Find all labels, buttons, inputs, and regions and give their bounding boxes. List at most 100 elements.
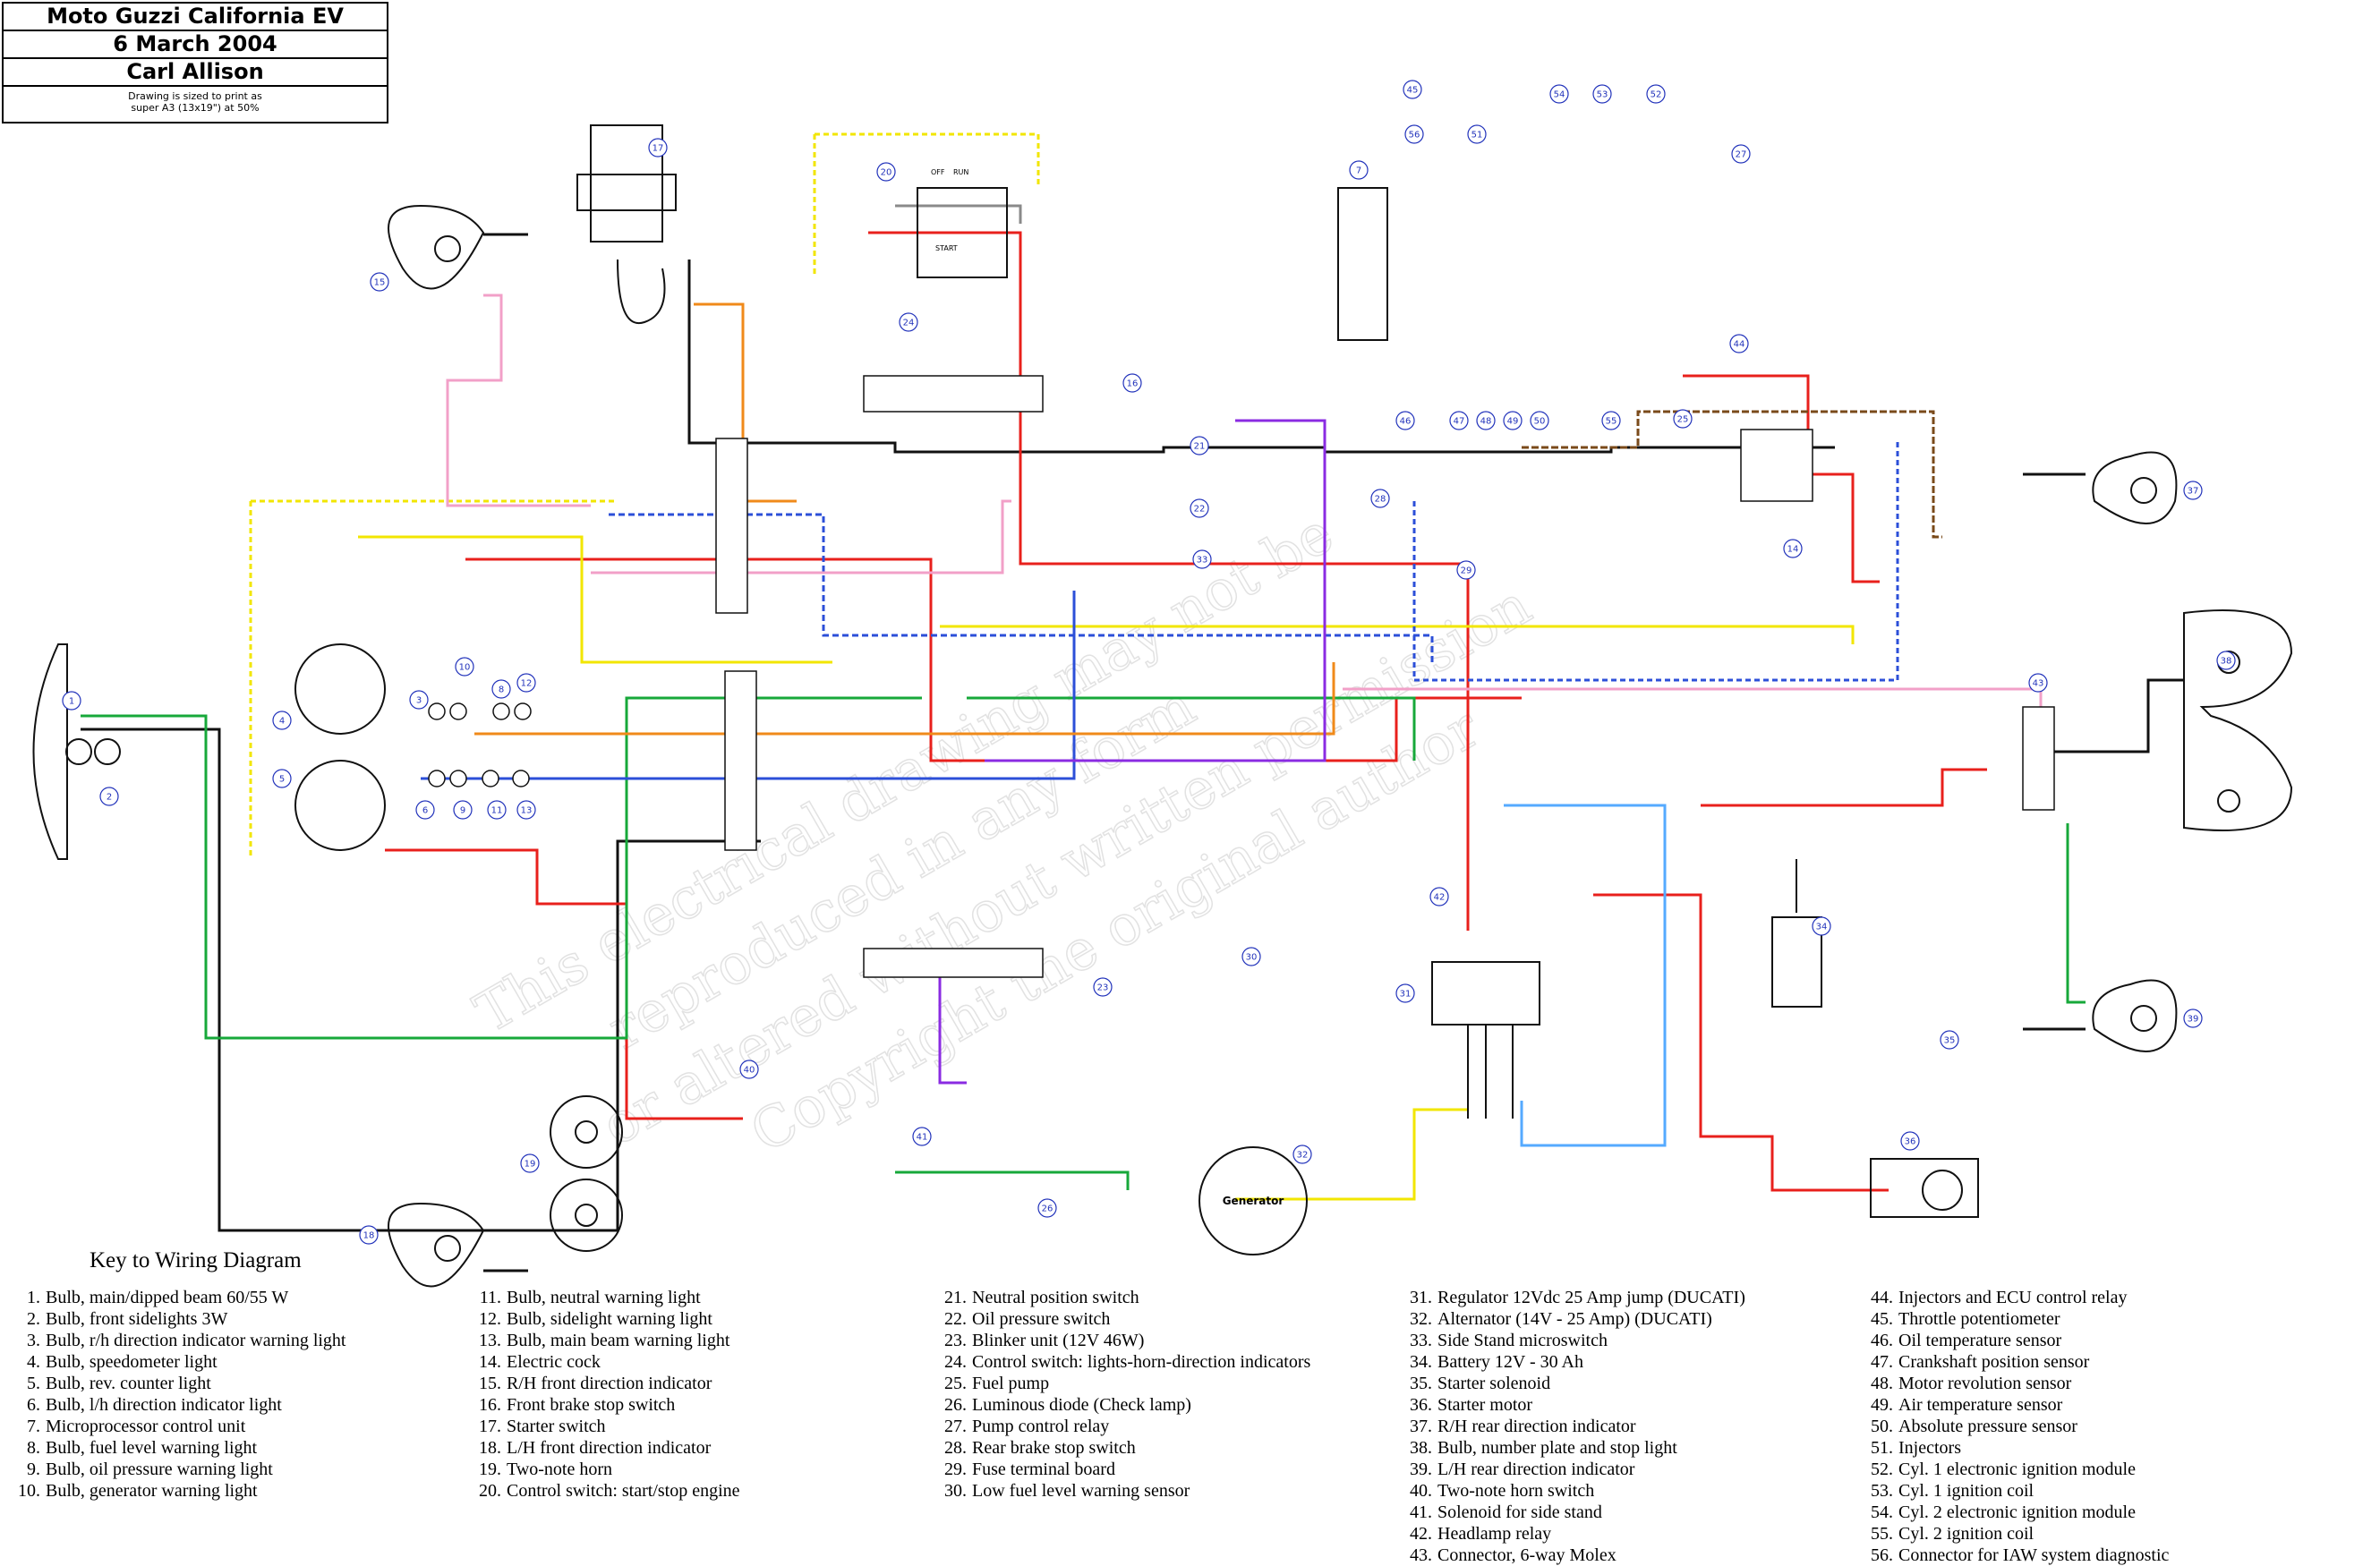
key-item-number: 11.: [479, 1288, 501, 1307]
key-item-number: 25.: [944, 1374, 967, 1393]
key-item-number: 55.: [1871, 1524, 1893, 1544]
callout-number: 19: [525, 1160, 536, 1170]
key-item-text: Luminous diode (Check lamp): [972, 1395, 1191, 1415]
callout-45: 45: [1403, 80, 1422, 99]
key-item-number: 28.: [944, 1438, 967, 1458]
callout-number: 39: [2188, 1015, 2199, 1025]
key-item-number: 5.: [27, 1374, 40, 1393]
key-item-text: Absolute pressure sensor: [1898, 1417, 2077, 1436]
callout-number: 5: [279, 775, 285, 785]
key-item-number: 46.: [1871, 1331, 1893, 1350]
key-item: 56.Connector for IAW system diagnostic: [1857, 1545, 2169, 1566]
key-item-number: 41.: [1410, 1502, 1432, 1522]
callout-41: 41: [912, 1127, 932, 1146]
wire-yellow-1: [358, 535, 832, 664]
callout-2: 2: [99, 787, 119, 806]
headlamp: [32, 643, 121, 860]
key-item: 51.Injectors: [1857, 1437, 2169, 1459]
callout-numbers: 1234567891011121314151617181920212223242…: [62, 80, 2236, 1245]
callout-4: 4: [272, 711, 292, 730]
key-item-text: Starter solenoid: [1437, 1374, 1551, 1393]
wire-green-4: [895, 1170, 1130, 1190]
drawing-title: Moto Guzzi California EV: [4, 4, 387, 31]
callout-number: 52: [1651, 90, 1662, 100]
key-item: 31. Regulator 12Vdc 25 Amp jump (DUCATI): [1396, 1287, 1745, 1308]
callout-56: 56: [1404, 124, 1424, 144]
callout-number: 3: [416, 696, 422, 706]
key-item-text: Starter motor: [1437, 1395, 1533, 1415]
callout-number: 55: [1606, 417, 1617, 427]
key-item: 44.Injectors and ECU control relay: [1857, 1287, 2169, 1308]
callout-number: 23: [1097, 983, 1109, 993]
key-item-number: 56.: [1871, 1545, 1893, 1565]
callout-5: 5: [272, 769, 292, 788]
key-item-text: Regulator 12Vdc 25 Amp jump (DUCATI): [1437, 1288, 1745, 1307]
key-item: 11.Bulb, neutral warning light: [465, 1287, 740, 1308]
key-item-number: 7.: [27, 1417, 40, 1436]
key-item-number: 42.: [1410, 1524, 1432, 1544]
print-note-line-1: Drawing is sized to print as: [128, 90, 262, 102]
key-item-text: Rear brake stop switch: [972, 1438, 1136, 1458]
callout-number: 12: [521, 679, 533, 689]
wire-brown-1: [1522, 410, 1942, 539]
callout-20: 20: [876, 162, 896, 182]
wire-blue-3: [1504, 804, 1667, 1147]
instrument-dials: [294, 643, 386, 851]
callout-number: 8: [499, 685, 504, 695]
key-item-text: Bulb, main/dipped beam 60/55 W: [46, 1288, 289, 1307]
title-block: Moto Guzzi California EV 6 March 2004 Ca…: [2, 2, 388, 123]
wire-red-3: [1701, 768, 1987, 807]
callout-16: 16: [1122, 373, 1142, 393]
callout-23: 23: [1093, 977, 1113, 997]
key-item-number: 14.: [479, 1352, 501, 1372]
callout-36: 36: [1900, 1131, 1920, 1151]
key-item: 5.Bulb, rev. counter light: [4, 1373, 346, 1394]
key-item: 48.Motor revolution sensor: [1857, 1373, 2169, 1394]
start-stop-switch: OFF RUN START: [917, 168, 1008, 278]
callout-26: 26: [1037, 1198, 1057, 1218]
key-item: 38.Bulb, number plate and stop light: [1396, 1437, 1745, 1459]
callout-54: 54: [1549, 84, 1569, 104]
callout-number: 49: [1507, 417, 1519, 427]
key-item-text: Connector, 6-way Molex: [1437, 1545, 1617, 1565]
callout-40: 40: [739, 1060, 759, 1079]
key-item-number: 49.: [1871, 1395, 1893, 1415]
drawing-author: Carl Allison: [4, 59, 387, 87]
wire-blue-dashed-right: [1412, 438, 1899, 682]
key-item-text: Electric cock: [507, 1352, 601, 1372]
switch-run-label: RUN: [953, 168, 968, 176]
callout-51: 51: [1467, 124, 1487, 144]
wire-purple-1: [985, 419, 1326, 762]
callout-number: 14: [1787, 545, 1799, 555]
front-right-indicator: [388, 204, 528, 290]
wire-pink-2: [591, 499, 1011, 574]
key-item-text: L/H front direction indicator: [507, 1438, 712, 1458]
key-item: 2.Bulb, front sidelights 3W: [4, 1308, 346, 1330]
key-item-text: Pump control relay: [972, 1417, 1110, 1436]
callout-21: 21: [1190, 436, 1209, 455]
wire-black-main: [81, 728, 761, 1232]
key-item-number: 31.: [1410, 1288, 1432, 1307]
wire-orange-2: [474, 662, 1335, 736]
key-item-text: Bulb, fuel level warning light: [46, 1438, 258, 1458]
key-item: 43.Connector, 6-way Molex: [1396, 1545, 1745, 1566]
key-item-number: 21.: [944, 1288, 967, 1307]
connector-blocks: [715, 375, 2055, 978]
key-item: 45.Throttle potentiometer: [1857, 1308, 2169, 1330]
callout-12: 12: [516, 673, 536, 693]
key-item: 29.Fuse terminal board: [931, 1459, 1310, 1480]
wire-pink-1: [446, 294, 591, 507]
key-item-number: 17.: [479, 1417, 501, 1436]
callout-number: 40: [744, 1066, 755, 1076]
key-item-text: Connector for IAW system diagnostic: [1898, 1545, 2170, 1565]
key-item-number: 16.: [479, 1395, 501, 1415]
key-item: 10.Bulb, generator warning light: [4, 1480, 346, 1502]
key-item: 37.R/H rear direction indicator: [1396, 1416, 1745, 1437]
callout-46: 46: [1395, 411, 1415, 430]
callout-number: 16: [1127, 379, 1139, 389]
wire-purple-2: [938, 966, 967, 1085]
key-item-number: 27.: [944, 1417, 967, 1436]
